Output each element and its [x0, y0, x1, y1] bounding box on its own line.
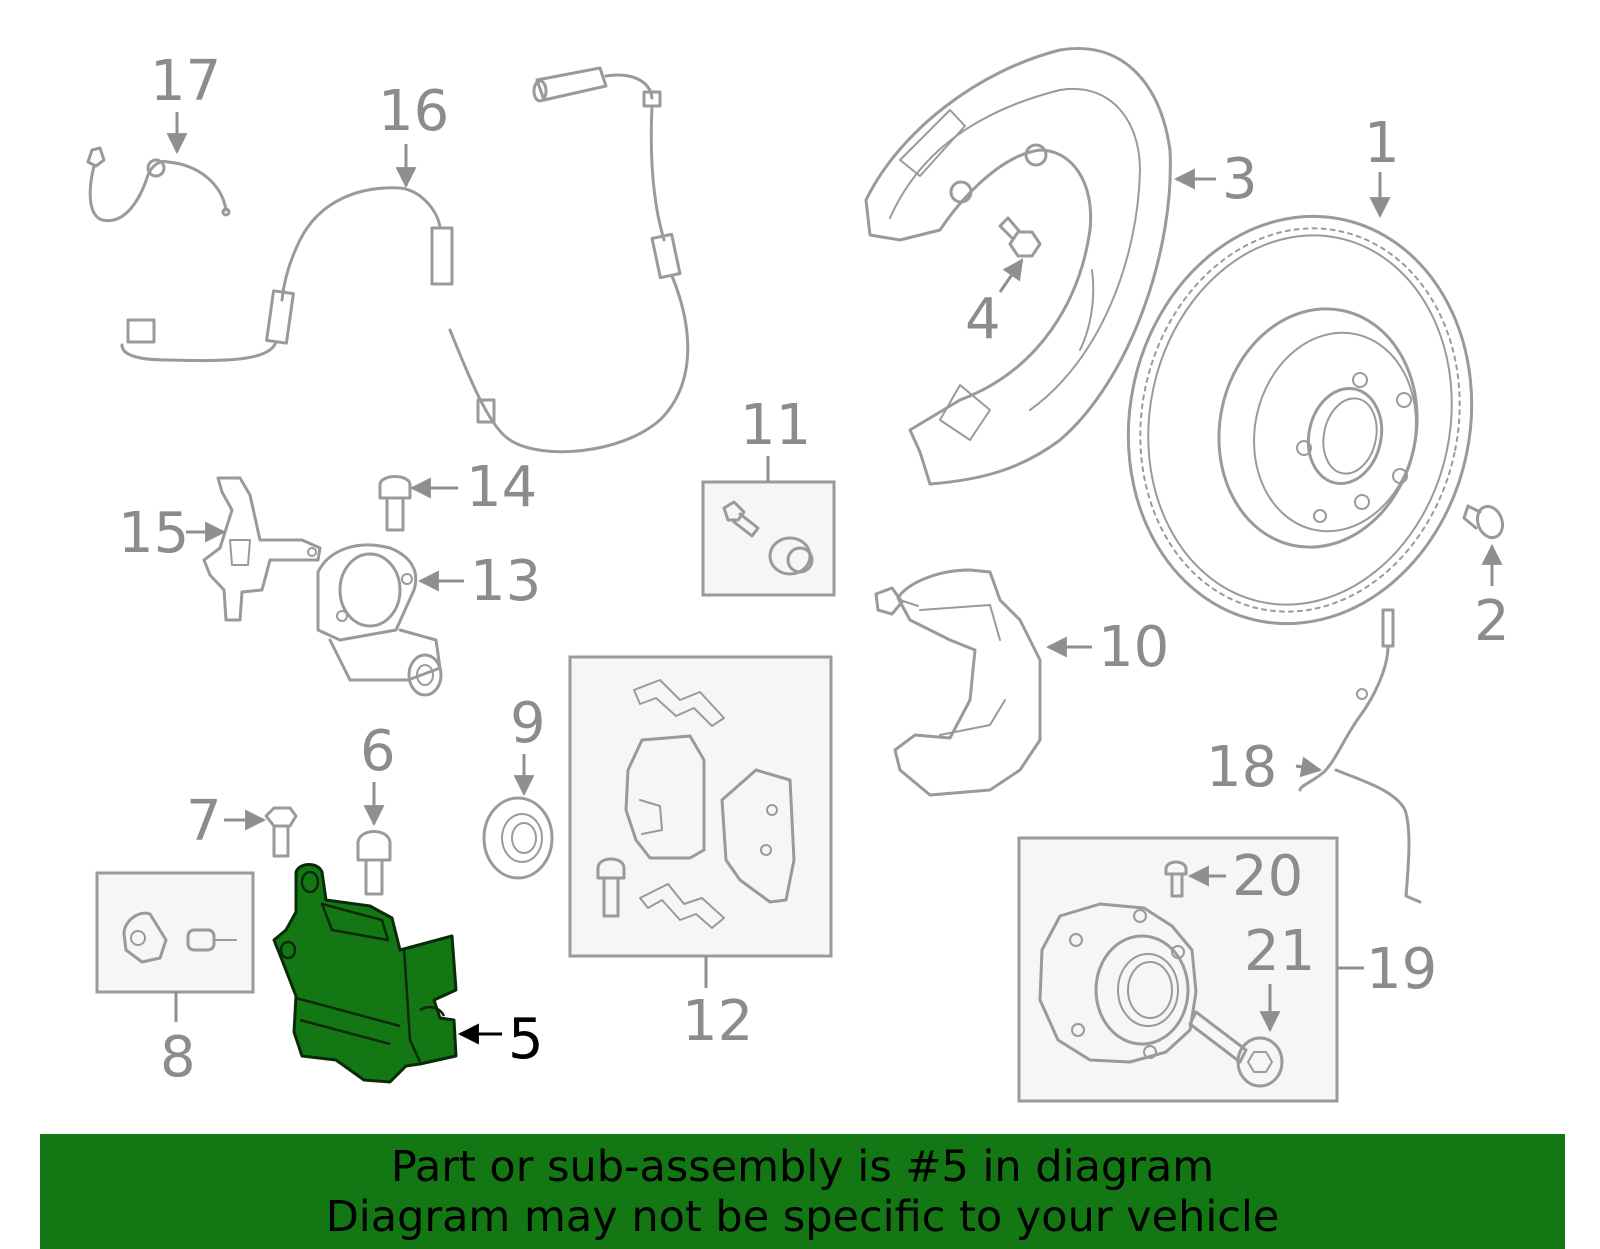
callout-8: 8: [160, 992, 196, 1090]
svg-text:7: 7: [186, 789, 222, 854]
svg-text:14: 14: [466, 455, 537, 520]
part-10-caliper-bracket[interactable]: [874, 568, 1042, 797]
svg-text:11: 11: [740, 393, 811, 458]
svg-text:21: 21: [1244, 919, 1315, 984]
part-9-seal[interactable]: [482, 796, 554, 880]
part-15-bracket[interactable]: [202, 476, 322, 622]
callout-2: 2: [1474, 543, 1510, 654]
callout-14: 14: [409, 455, 537, 520]
svg-text:3: 3: [1222, 147, 1258, 212]
callout-15: 15: [118, 501, 227, 566]
callout-1: 1: [1364, 111, 1400, 219]
svg-text:17: 17: [150, 49, 221, 114]
callout-20: 20: [1187, 844, 1303, 909]
part-4-bolt[interactable]: [998, 216, 1042, 258]
svg-text:6: 6: [360, 719, 396, 784]
part-11-bolt-kit[interactable]: [701, 480, 836, 597]
svg-text:8: 8: [160, 1025, 196, 1090]
svg-text:16: 16: [378, 79, 449, 144]
part-3-dust-shield[interactable]: [864, 47, 1172, 486]
part-7-bolt[interactable]: [264, 806, 298, 858]
svg-text:5: 5: [508, 1007, 544, 1072]
callout-3: 3: [1173, 147, 1258, 212]
part-8-guide-pin-kit[interactable]: [95, 871, 255, 994]
callout-18: 18: [1206, 735, 1323, 800]
svg-text:19: 19: [1366, 937, 1437, 1002]
banner-background: [40, 1134, 1565, 1249]
svg-text:4: 4: [965, 287, 1001, 352]
callout-12: 12: [682, 956, 753, 1054]
svg-text:2: 2: [1474, 589, 1510, 654]
part-6-bolt[interactable]: [356, 830, 392, 896]
callout-19: 19: [1337, 937, 1437, 1002]
callout-4: 4: [965, 258, 1024, 352]
part-13-caliper-motor[interactable]: [316, 543, 443, 697]
svg-text:18: 18: [1206, 735, 1277, 800]
callout-21: 21: [1244, 919, 1315, 1033]
part-1-brake-rotor[interactable]: [1091, 184, 1509, 656]
part-18-sensor-wire[interactable]: [1298, 608, 1422, 904]
svg-text:12: 12: [682, 989, 753, 1054]
svg-text:10: 10: [1098, 615, 1169, 680]
info-banner: Part or sub-assembly is #5 in diagram Di…: [40, 1134, 1565, 1249]
svg-text:13: 13: [470, 549, 541, 614]
svg-text:15: 15: [118, 501, 189, 566]
part-17-sensor-wire[interactable]: [86, 146, 231, 223]
svg-text:1: 1: [1364, 111, 1400, 176]
callout-16: 16: [378, 79, 449, 189]
callout-6: 6: [360, 719, 396, 827]
part-5-brake-caliper[interactable]: [272, 863, 458, 1084]
callout-11: 11: [740, 393, 811, 482]
callout-7: 7: [186, 789, 267, 854]
callout-5: 5: [457, 1007, 544, 1072]
banner-line-part: Part or sub-assembly is #5 in diagram: [390, 1141, 1215, 1192]
callout-9: 9: [510, 691, 546, 797]
banner-line-disclaimer: Diagram may not be specific to your vehi…: [325, 1191, 1280, 1242]
part-12-brake-pad-kit[interactable]: [568, 655, 833, 958]
part-21-hub-bolt[interactable]: [1188, 1010, 1284, 1088]
part-16-wear-sensor-wire[interactable]: [120, 66, 690, 454]
callout-10: 10: [1045, 615, 1169, 680]
part-2-screw[interactable]: [1462, 503, 1507, 541]
svg-text:9: 9: [510, 691, 546, 756]
part-19-wheel-hub-kit[interactable]: [1017, 836, 1339, 1103]
svg-text:20: 20: [1232, 844, 1303, 909]
part-14-bolt[interactable]: [378, 475, 412, 532]
callout-17: 17: [150, 49, 221, 155]
callout-13: 13: [417, 549, 541, 614]
